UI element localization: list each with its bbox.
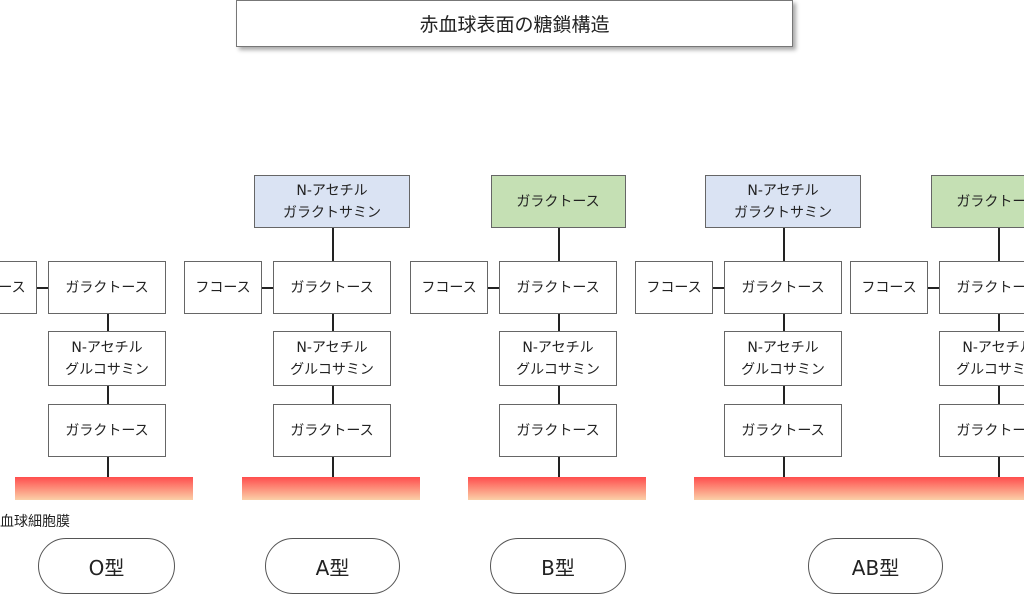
type-a-label: A型 [265,538,400,594]
glcnac-box: N-アセチル グルコサミン [724,331,842,386]
membrane-o [15,477,193,500]
glcnac-box: N-アセチル グルコサミン [939,331,1024,386]
galactose-box: ガラクトース [724,404,842,457]
galactose-box: ガラクトース [939,261,1024,314]
membrane-a [242,477,420,500]
fucose-box: フコース [410,261,488,314]
galactose-box: ガラクトース [499,261,617,314]
glcnac-box: N-アセチル グルコサミン [499,331,617,386]
galactose-box: ガラクトース [273,404,391,457]
galactose-box: ガラクトース [48,261,166,314]
galactose-box: ガラクトース [499,404,617,457]
membrane-ab [694,477,1024,500]
fucose-box: フコース [184,261,262,314]
membrane-b [468,477,646,500]
glcnac-box: N-アセチル グルコサミン [273,331,391,386]
galactose-antigen-box: ガラクトース [930,175,1024,228]
galnac-box: N-アセチル ガラクトサミン [705,175,861,228]
membrane-label: 赤血球細胞膜 [0,514,70,530]
bond-line [107,314,109,477]
fucose-box: フコース [635,261,713,314]
glcnac-box: N-アセチル グルコサミン [48,331,166,386]
galnac-box: N-アセチル ガラクトサミン [254,175,410,228]
galactose-antigen-box: ガラクトース [490,175,626,228]
type-b-label: B型 [490,538,626,594]
fucose-box: フコース [850,261,928,314]
galactose-box: ガラクトース [724,261,842,314]
galactose-box: ガラクトース [48,404,166,457]
diagram-title: 赤血球表面の糖鎖構造 [236,0,793,47]
type-ab-label: AB型 [808,538,943,594]
type-o-label: O型 [38,538,175,594]
galactose-box: ガラクトース [939,404,1024,457]
fucose-box: フコース [0,261,37,314]
galactose-box: ガラクトース [273,261,391,314]
